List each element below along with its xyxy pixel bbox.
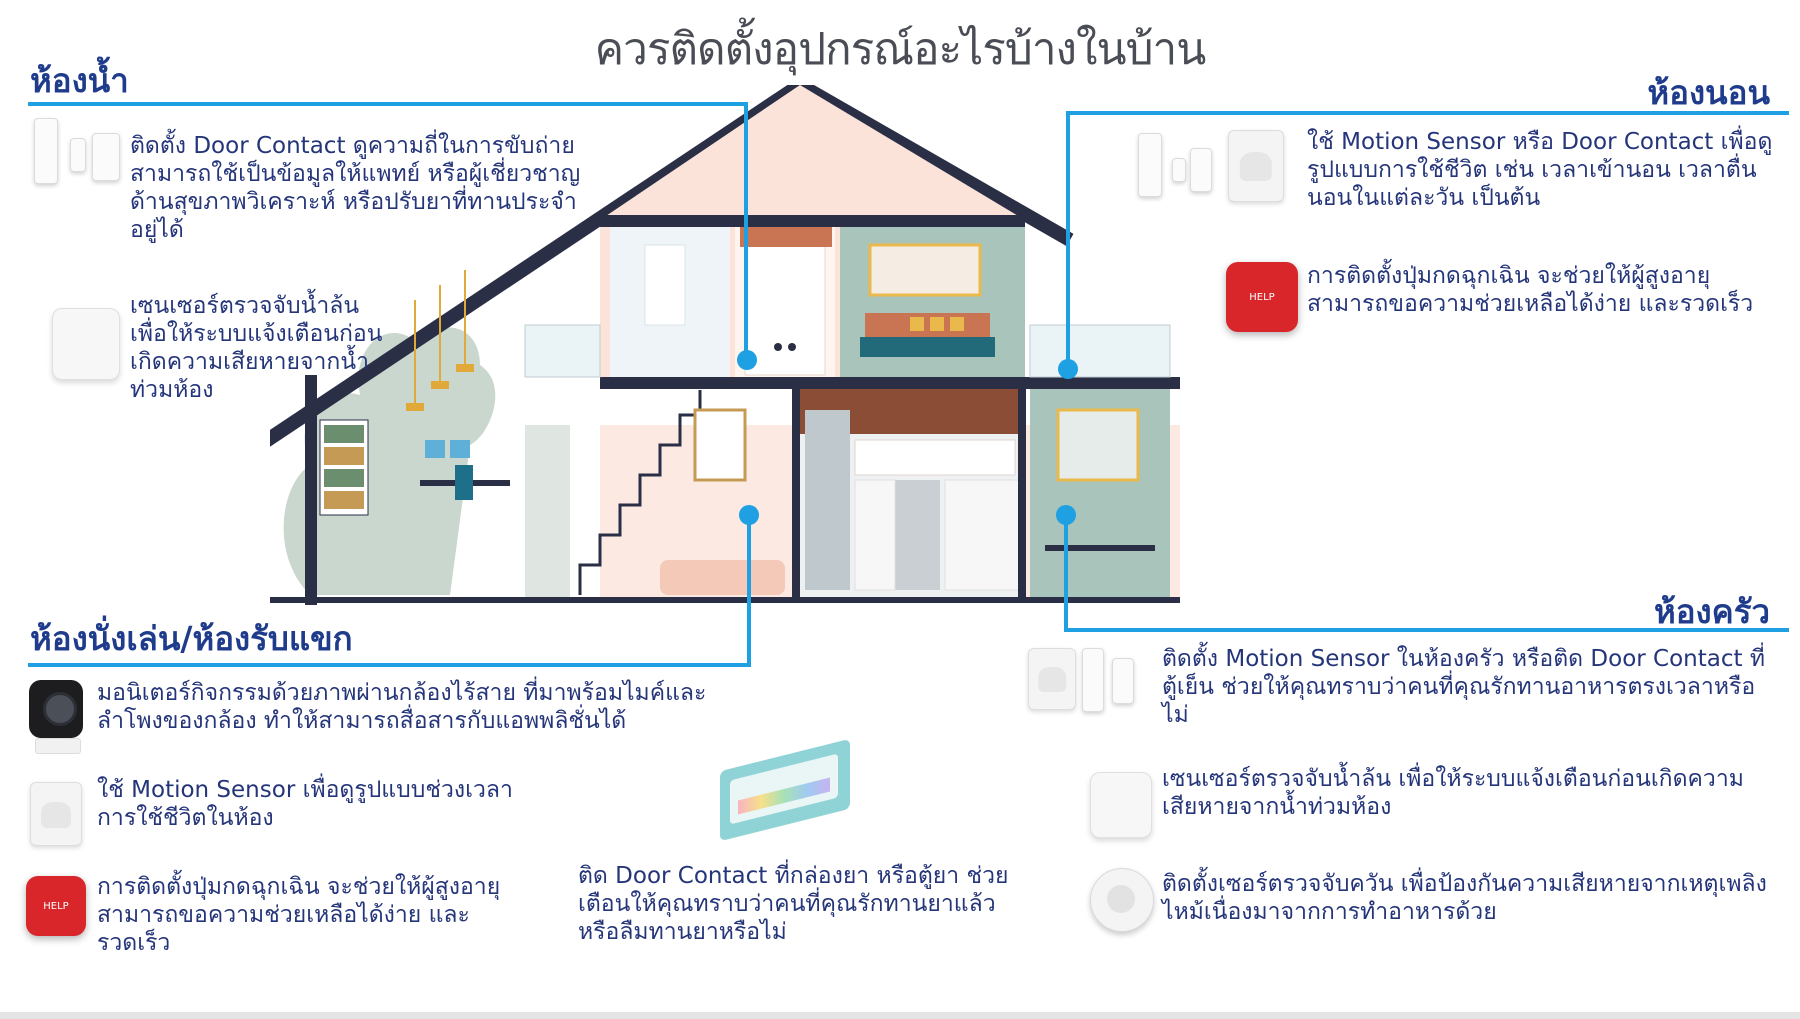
- kitchen-marker: [1056, 505, 1076, 525]
- door-contact-magnet-icon: [1172, 158, 1186, 182]
- bathroom-line-v: [744, 102, 748, 360]
- living-marker: [739, 505, 759, 525]
- motion-sensor-icon: [30, 782, 82, 846]
- living-line-v: [747, 510, 751, 667]
- pill-box-icon: [712, 725, 862, 845]
- water-leak-sensor-icon: [1090, 772, 1152, 838]
- motion-sensor-icon: [1028, 648, 1076, 710]
- bathroom-marker: [737, 350, 757, 370]
- door-contact-icon: [1190, 148, 1212, 192]
- bedroom-line-v: [1066, 111, 1070, 361]
- kitchen-item-3-text: ติดตั้งเซอร์ตรวจจับควัน เพื่อป้องกันความ…: [1162, 871, 1767, 925]
- bedroom-marker: [1058, 359, 1078, 379]
- bedroom-item-1-text: ใช้ Motion Sensor หรือ Door Contact เพื่…: [1307, 129, 1773, 211]
- bathroom-line-h: [28, 102, 748, 106]
- living-item-3-text: การติดตั้งปุ่มกดฉุกเฉิน จะช่วยให้ผู้สูงอ…: [97, 874, 501, 956]
- door-contact-magnet-icon: [1112, 658, 1134, 704]
- door-contact-magnet-icon: [70, 138, 86, 172]
- page-title: ควรติดตั้งอุปกรณ์อะไรบ้างในบ้าน: [594, 24, 1207, 75]
- living-item-1-text: มอนิเตอร์กิจกรรมด้วยภาพผ่านกล้องไร้สาย ท…: [97, 680, 707, 734]
- living-line-h: [28, 663, 751, 667]
- motion-sensor-icon: [1228, 130, 1284, 202]
- bathroom-heading: ห้องน้ำ: [30, 61, 129, 100]
- pillbox-text: ติด Door Contact ที่กล่องยา หรือตู้ยา ช่…: [578, 863, 1009, 945]
- camera-icon: [27, 680, 87, 754]
- kitchen-line-h: [1064, 628, 1789, 632]
- kitchen-line-v: [1064, 515, 1068, 632]
- door-contact-icon: [92, 133, 120, 181]
- bathroom-item-2-text: เซนเซอร์ตรวจจับน้ำล้น เพื่อให้ระบบแจ้งเต…: [130, 293, 383, 403]
- water-leak-sensor-icon: [52, 308, 120, 380]
- door-contact-icon: [34, 118, 58, 184]
- bedroom-item-2-text: การติดตั้งปุ่มกดฉุกเฉิน จะช่วยให้ผู้สูงอ…: [1307, 263, 1754, 317]
- kitchen-heading: ห้องครัว: [1653, 592, 1770, 631]
- help-button-icon: HELP: [1226, 262, 1298, 332]
- bedroom-line-h: [1066, 111, 1789, 115]
- kitchen-item-1-text: ติดตั้ง Motion Sensor ในห้องครัว หรือติด…: [1162, 646, 1765, 728]
- door-contact-icon: [1138, 133, 1162, 197]
- bedroom-heading: ห้องนอน: [1647, 73, 1770, 112]
- kitchen-item-2-text: เซนเซอร์ตรวจจับน้ำล้น เพื่อให้ระบบแจ้งเต…: [1162, 766, 1744, 820]
- living-heading: ห้องนั่งเล่น/ห้องรับแขก: [30, 619, 353, 658]
- smoke-detector-icon: [1090, 868, 1154, 932]
- door-contact-icon: [1082, 648, 1104, 712]
- living-item-2-text: ใช้ Motion Sensor เพื่อดูรูปแบบช่วงเวลาก…: [97, 777, 513, 831]
- help-button-icon: HELP: [26, 876, 86, 936]
- house-illustration: [270, 85, 1180, 605]
- bottom-divider: [0, 1012, 1800, 1019]
- bathroom-item-1-text: ติดตั้ง Door Contact ดูความถี่ในการขับถ่…: [130, 133, 581, 243]
